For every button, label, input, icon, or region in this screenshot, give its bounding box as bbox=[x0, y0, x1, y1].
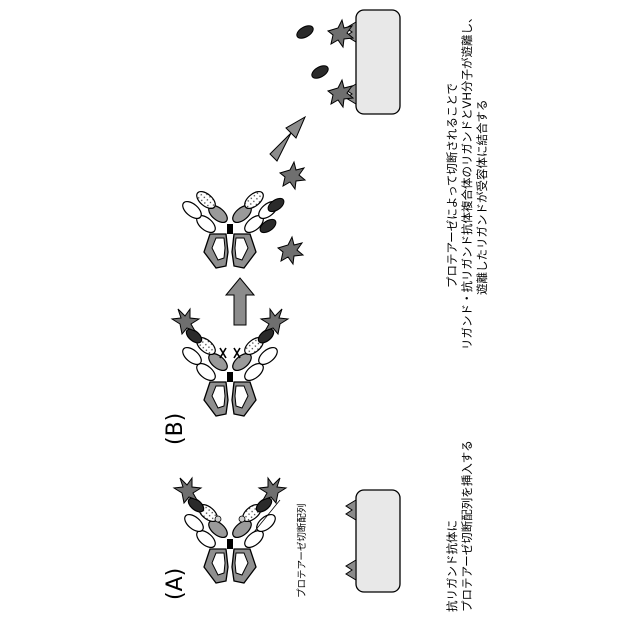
ligand-star bbox=[172, 309, 199, 334]
cell-body bbox=[356, 10, 400, 114]
caption-b-line1: プロテアーゼによって切断されることで bbox=[445, 83, 459, 288]
caption-b-line3: 遊離したリガンドが受容体に結合する bbox=[475, 100, 489, 296]
cleavage-site-label: プロテアーゼ切断配列 bbox=[296, 504, 308, 598]
caption-a-line2: プロテアーゼ切断配列を挿入する bbox=[460, 440, 474, 612]
released-ligand bbox=[280, 162, 305, 189]
ligand-star bbox=[174, 478, 201, 503]
released-vh bbox=[310, 63, 331, 81]
panel-a: (A) bbox=[163, 440, 474, 612]
panel-b-letter: (B) bbox=[163, 413, 188, 445]
cell-b bbox=[295, 10, 400, 114]
protease-icon bbox=[234, 348, 240, 358]
protease-icon bbox=[220, 348, 226, 358]
antibody-a-lower-arm bbox=[230, 495, 279, 550]
cell-body bbox=[356, 490, 400, 592]
receptor bbox=[346, 500, 356, 520]
receptor bbox=[346, 560, 356, 580]
panel-a-letter: (A) bbox=[163, 568, 188, 600]
antibody-b1 bbox=[172, 309, 288, 416]
released-ligand bbox=[278, 237, 303, 264]
arrow-up bbox=[226, 278, 254, 325]
antibody-a bbox=[174, 478, 286, 583]
antibody-a-upper-arm bbox=[182, 495, 231, 550]
caption-b-line2: リガンド・抗リガンド抗体複合体のリガンドとVH分子が遊離し、 bbox=[460, 11, 474, 350]
ligand-star bbox=[261, 309, 288, 334]
arrow-diagonal bbox=[270, 117, 305, 161]
released-vh bbox=[295, 23, 316, 41]
ligand-star bbox=[259, 478, 286, 503]
caption-a-line1: 抗リガンド抗体に bbox=[445, 520, 459, 612]
cell-a bbox=[346, 490, 400, 592]
panel-b: (B) bbox=[163, 10, 489, 445]
bound-ligand bbox=[328, 80, 353, 107]
